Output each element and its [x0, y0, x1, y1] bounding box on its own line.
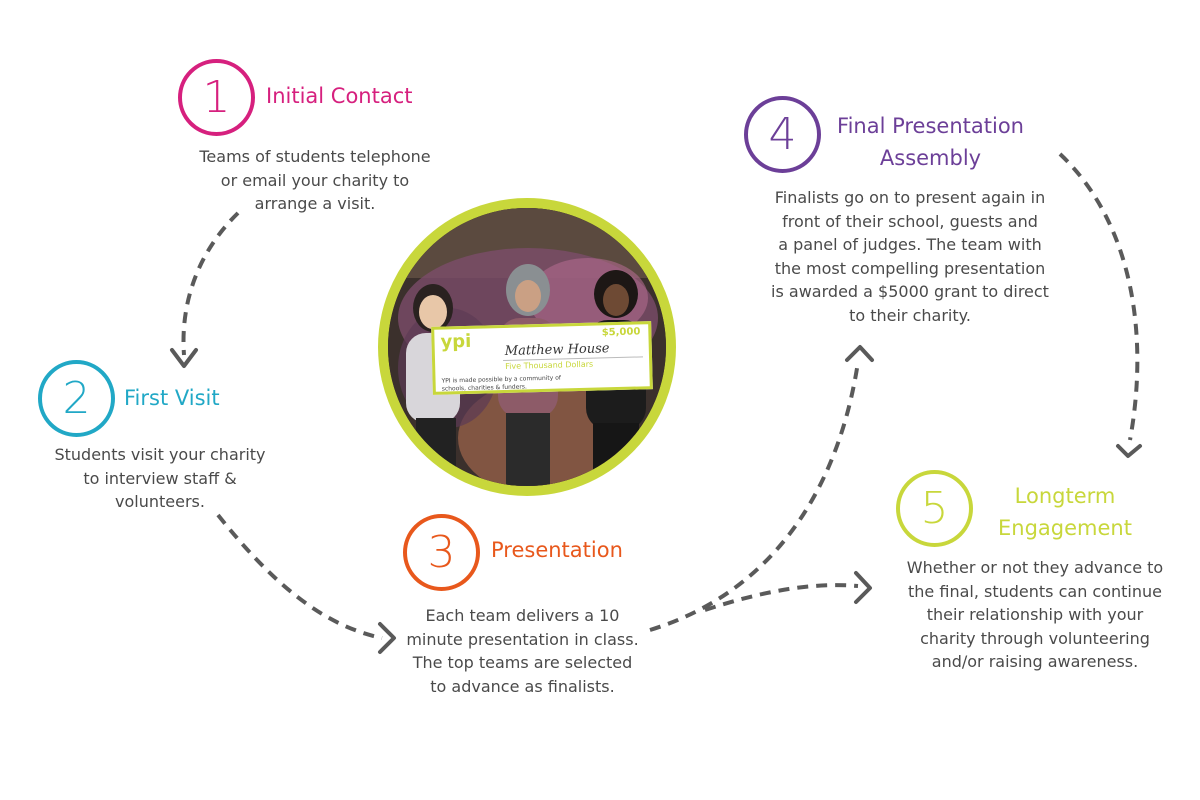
step-3-description: Each team delivers a 10 minute presentat… — [406, 606, 639, 696]
step-1-title: Initial Contact — [266, 84, 413, 108]
step-2-number: 2 — [38, 360, 115, 437]
arrow-2-to-3 — [216, 513, 383, 640]
step-1-number: 1 — [178, 59, 255, 136]
cheque-funders: YPI is made possible by a community of s… — [441, 374, 562, 393]
step-3-number: 3 — [403, 514, 480, 591]
arrow-3-to-5-head — [854, 571, 872, 604]
cheque: ypi $5,000 Matthew House Five Thousand D… — [431, 321, 653, 395]
arrow-1-to-2-head — [170, 348, 198, 368]
step-5-number: 5 — [896, 470, 973, 547]
cheque-logo: ypi — [440, 330, 472, 353]
arrow-3-to-4-head — [845, 345, 874, 362]
cheque-payee: Matthew House — [504, 341, 610, 359]
step-3-title: Presentation — [491, 538, 623, 562]
step-4-description: Finalists go on to present again in fron… — [771, 188, 1049, 325]
cheque-amount-words: Five Thousand Dollars — [505, 359, 594, 371]
step-1-description: Teams of students telephone or email you… — [199, 147, 431, 213]
students-photo: ypi $5,000 Matthew House Five Thousand D… — [378, 198, 676, 496]
step-5-description: Whether or not they advance to the final… — [906, 558, 1164, 671]
step-4-title: Final Presentation Assembly — [837, 114, 1024, 170]
cheque-amount: $5,000 — [601, 326, 641, 339]
step-5-title: Longterm Engagement — [998, 484, 1132, 540]
arrow-3-to-4 — [649, 361, 860, 632]
arrow-2-to-3-head — [378, 622, 396, 654]
arrow-1-to-2 — [181, 211, 240, 356]
arrow-4-to-5-head — [1116, 444, 1142, 458]
step-4-number: 4 — [744, 96, 821, 173]
arrow-3-to-5 — [704, 583, 859, 612]
step-2-description: Students visit your charity to interview… — [54, 445, 266, 511]
step-2-title: First Visit — [124, 386, 220, 410]
